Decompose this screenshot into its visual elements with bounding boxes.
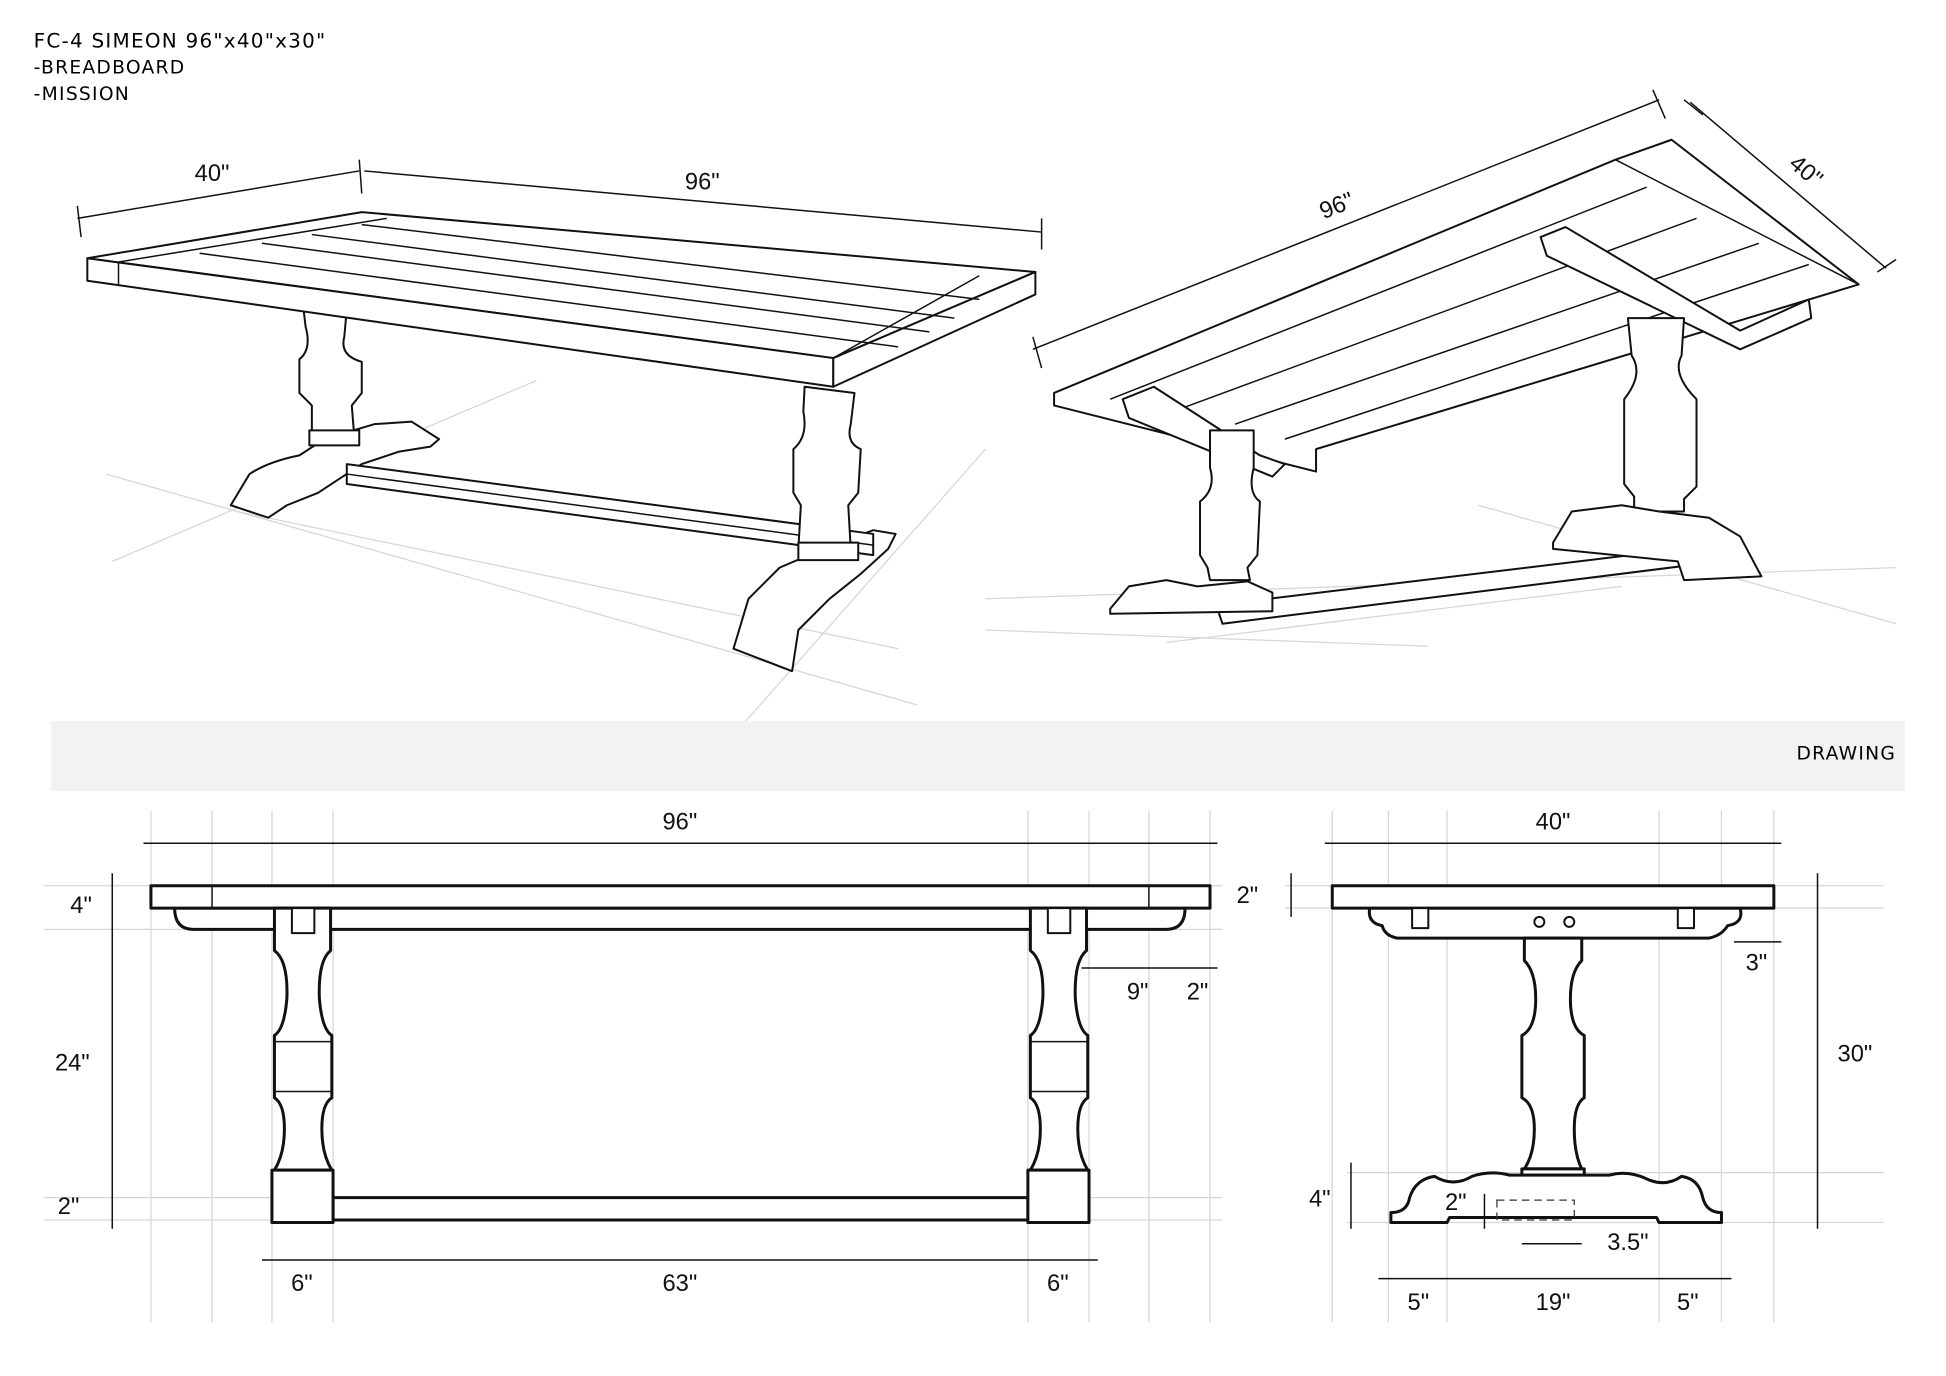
side-mortise-width-dim: 3.5"	[1607, 1230, 1648, 1256]
front-overhang-dim: 9"	[1127, 979, 1149, 1005]
side-foot-middle-dim: 19"	[1536, 1290, 1571, 1316]
title: FC-4 SIMEON 96"x40"x30"	[34, 28, 327, 52]
side-foot-right-dim: 5"	[1677, 1290, 1699, 1316]
front-leg-left	[270, 906, 335, 1225]
note-breadboard: -BREADBOARD	[34, 58, 186, 79]
front-stretcher-dim: 2"	[58, 1194, 80, 1220]
front-breadboard-dim: 2"	[1187, 979, 1209, 1005]
iso-right-length-dim: 96"	[1316, 188, 1358, 225]
iso-view-left: 40" 96"	[76, 159, 1043, 722]
side-height-dim: 30"	[1838, 1042, 1873, 1068]
iso-left-width-dim: 40"	[195, 161, 230, 187]
front-between-legs-dim: 63"	[662, 1271, 697, 1297]
section-band-label: DRAWING	[1796, 744, 1896, 765]
front-leg-right-dim: 6"	[1047, 1271, 1069, 1297]
front-leg-height-dim: 24"	[55, 1050, 90, 1076]
title-block: FC-4 SIMEON 96"x40"x30" -BREADBOARD -MIS…	[34, 28, 327, 105]
side-apron-inset-dim: 3"	[1746, 951, 1768, 977]
section-band: DRAWING	[51, 721, 1905, 791]
side-foot-height-dim: 4"	[1309, 1186, 1331, 1212]
side-top-thickness-dim: 2"	[1237, 883, 1259, 909]
note-mission: -MISSION	[34, 84, 130, 105]
front-elevation: 96" 4" 24" 2" 6" 63" 6" 9" 2"	[43, 810, 1223, 1323]
side-foot-left-dim: 5"	[1408, 1290, 1430, 1316]
front-length-dim: 96"	[662, 810, 697, 836]
iso-view-right: 96" 40"	[985, 89, 1897, 647]
side-width-dim: 40"	[1536, 810, 1571, 836]
front-apron-dim: 4"	[70, 893, 92, 919]
side-elevation: 40" 2" 30" 3" 4" 2" 3.5" 5" 19" 5"	[1237, 810, 1884, 1323]
side-mortise-height-dim: 2"	[1445, 1190, 1467, 1216]
front-leg-left-dim: 6"	[291, 1271, 313, 1297]
iso-left-length-dim: 96"	[685, 170, 720, 196]
front-leg-right	[1026, 906, 1091, 1225]
